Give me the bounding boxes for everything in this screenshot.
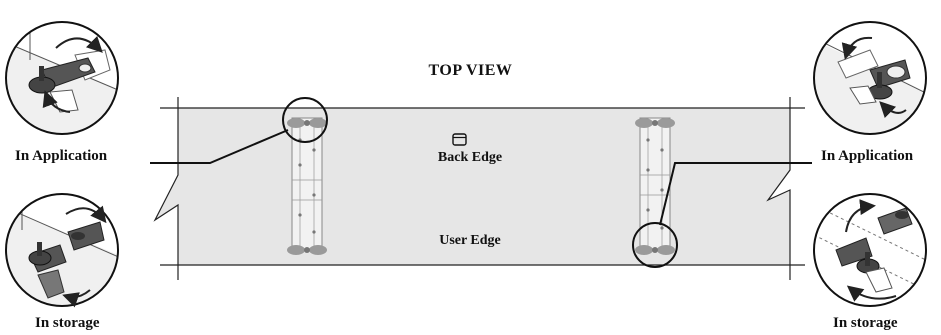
left-leader-line bbox=[150, 129, 289, 164]
detail-bottom-left bbox=[5, 193, 119, 308]
right-leader-line bbox=[659, 162, 812, 226]
back-edge-label: Back Edge bbox=[437, 150, 503, 165]
right-application-label: In Application bbox=[821, 148, 914, 164]
left-break-line bbox=[153, 97, 179, 280]
right-storage-label: In storage bbox=[833, 315, 898, 331]
right-rail bbox=[635, 117, 675, 255]
diagram-title: TOP VIEW bbox=[428, 62, 513, 79]
detail-top-left bbox=[5, 21, 119, 135]
detail-top-right bbox=[813, 21, 927, 135]
monitor-icon bbox=[452, 133, 467, 146]
user-edge-label: User Edge bbox=[439, 233, 501, 248]
detail-bottom-right bbox=[813, 193, 927, 307]
right-rail-highlight-circle bbox=[632, 222, 678, 268]
left-application-label: In Application bbox=[15, 148, 108, 164]
left-storage-label: In storage bbox=[35, 315, 100, 331]
left-rail-highlight-circle bbox=[282, 97, 328, 143]
right-break-line bbox=[766, 97, 791, 280]
